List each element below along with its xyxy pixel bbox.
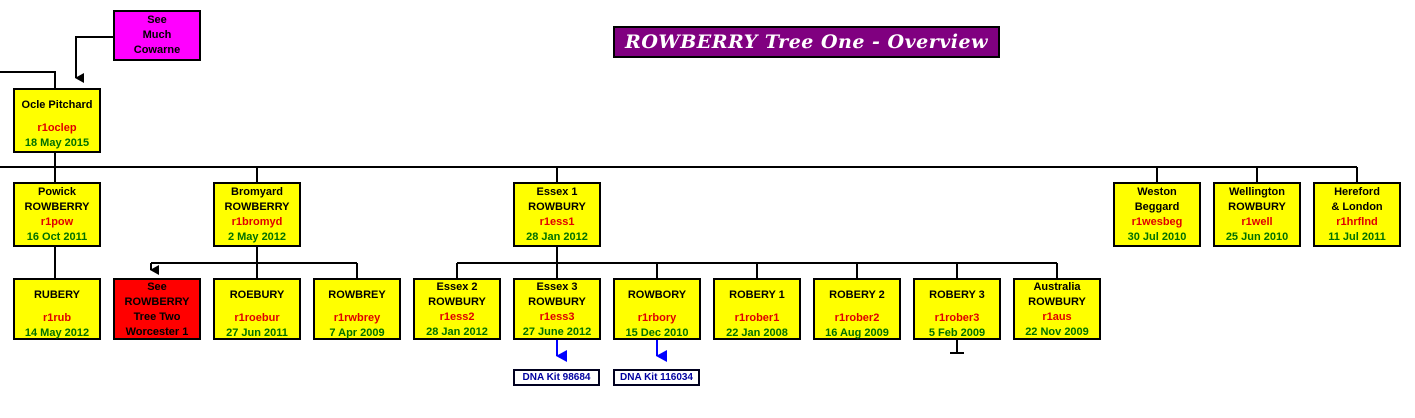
robery-2-box[interactable]: ROBERY 2 r1rober2 16 Aug 2009 bbox=[813, 278, 901, 340]
page-title: ROWBERRY Tree One - Overview bbox=[613, 26, 1000, 58]
line-incoming-left bbox=[0, 71, 56, 88]
hereford-london-box[interactable]: Hereford & London r1hrflnd 11 Jul 2011 bbox=[1313, 182, 1401, 247]
line-see-much bbox=[75, 36, 113, 83]
bromyard-box[interactable]: Bromyard ROWBERRY r1bromyd 2 May 2012 bbox=[213, 182, 301, 247]
see-much-cowarne-box[interactable]: See Much Cowarne bbox=[113, 10, 201, 61]
dna-kit-116034-label[interactable]: DNA Kit 116034 bbox=[613, 369, 700, 386]
weston-beggard-box[interactable]: Weston Beggard r1wesbeg 30 Jul 2010 bbox=[1113, 182, 1201, 247]
see-tree-two-worcester-box[interactable]: See ROWBERRY Tree Two Worcester 1 bbox=[113, 278, 201, 340]
rubery-box[interactable]: RUBERY r1rub 14 May 2012 bbox=[13, 278, 101, 340]
robery-3-box[interactable]: ROBERY 3 r1rober3 5 Feb 2009 bbox=[913, 278, 1001, 340]
rowbrey-box[interactable]: ROWBREY r1rwbrey 7 Apr 2009 bbox=[313, 278, 401, 340]
rowbory-box[interactable]: ROWBORY r1rbory 15 Dec 2010 bbox=[613, 278, 701, 340]
essex-3-box[interactable]: Essex 3 ROWBURY r1ess3 27 June 2012 bbox=[513, 278, 601, 340]
essex-2-box[interactable]: Essex 2 ROWBURY r1ess2 28 Jan 2012 bbox=[413, 278, 501, 340]
robery-1-box[interactable]: ROBERY 1 r1rober1 22 Jan 2008 bbox=[713, 278, 801, 340]
roebury-box[interactable]: ROEBURY r1roebur 27 Jun 2011 bbox=[213, 278, 301, 340]
dna-kit-98684-label[interactable]: DNA Kit 98684 bbox=[513, 369, 600, 386]
wellington-box[interactable]: Wellington ROWBURY r1well 25 Jun 2010 bbox=[1213, 182, 1301, 247]
powick-box[interactable]: Powick ROWBERRY r1pow 16 Oct 2011 bbox=[13, 182, 101, 247]
essex-1-box[interactable]: Essex 1 ROWBURY r1ess1 28 Jan 2012 bbox=[513, 182, 601, 247]
root-ocle-pitchard-box[interactable]: Ocle Pitchard r1oclep 18 May 2015 bbox=[13, 88, 101, 153]
australia-box[interactable]: Australia ROWBURY r1aus 22 Nov 2009 bbox=[1013, 278, 1101, 340]
